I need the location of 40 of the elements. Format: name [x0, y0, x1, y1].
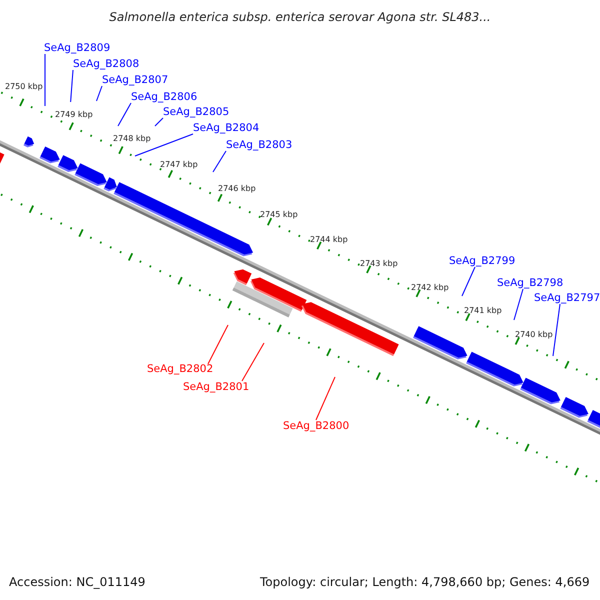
position-label: 2747 kbp: [160, 160, 198, 169]
leader-line: [242, 342, 264, 382]
gene-label: SeAg_B2804: [193, 122, 260, 134]
gene-label: SeAg_B2801: [183, 381, 250, 393]
position-label: 2743 kbp: [360, 259, 398, 268]
leader-line: [514, 288, 524, 320]
position-label: 2742 kbp: [411, 283, 449, 292]
gene-label: SeAg_B2802: [147, 363, 214, 375]
gene-label: SeAg_B2809: [44, 42, 110, 54]
gene-label: SeAg_B2808: [73, 58, 140, 70]
leader-line: [462, 266, 476, 296]
leader-line: [552, 304, 560, 356]
gene-label: SeAg_B2807: [102, 74, 168, 86]
position-label: 2741 kbp: [464, 306, 502, 315]
leader-line: [134, 134, 194, 156]
gene-label: SeAg_B2803: [226, 139, 292, 151]
position-label: 2740 kbp: [515, 330, 553, 339]
gene-label: SeAg_B2805: [163, 106, 230, 118]
leader-line: [316, 376, 336, 420]
gene-label: SeAg_B2799: [449, 255, 516, 267]
gene-label: SeAg_B2806: [131, 91, 198, 103]
position-label: 2748 kbp: [113, 134, 151, 143]
leader-line: [44, 54, 46, 106]
leader-line: [118, 102, 132, 126]
position-label: 2750 kbp: [5, 82, 43, 91]
gene-label: SeAg_B2797: [534, 292, 600, 304]
accession-text: Accession: NC_011149: [9, 575, 146, 589]
leader-line: [208, 324, 228, 364]
gene-label: SeAg_B2800: [283, 420, 350, 432]
position-label: 2745 kbp: [260, 210, 298, 219]
leader-line: [70, 70, 74, 102]
leader-line: [154, 118, 164, 126]
gene-label: SeAg_B2798: [497, 277, 564, 289]
topology-text: Topology: circular; Length: 4,798,660 bp; Genes: 4,669: [260, 575, 590, 589]
position-label: 2746 kbp: [218, 184, 256, 193]
map-title: Salmonella enterica subsp. enterica serovar Agona str. SL483...: [109, 10, 491, 24]
leader-line: [96, 86, 102, 102]
position-label: 2749 kbp: [55, 110, 93, 119]
leader-line: [212, 150, 226, 172]
position-label: 2744 kbp: [310, 235, 348, 244]
